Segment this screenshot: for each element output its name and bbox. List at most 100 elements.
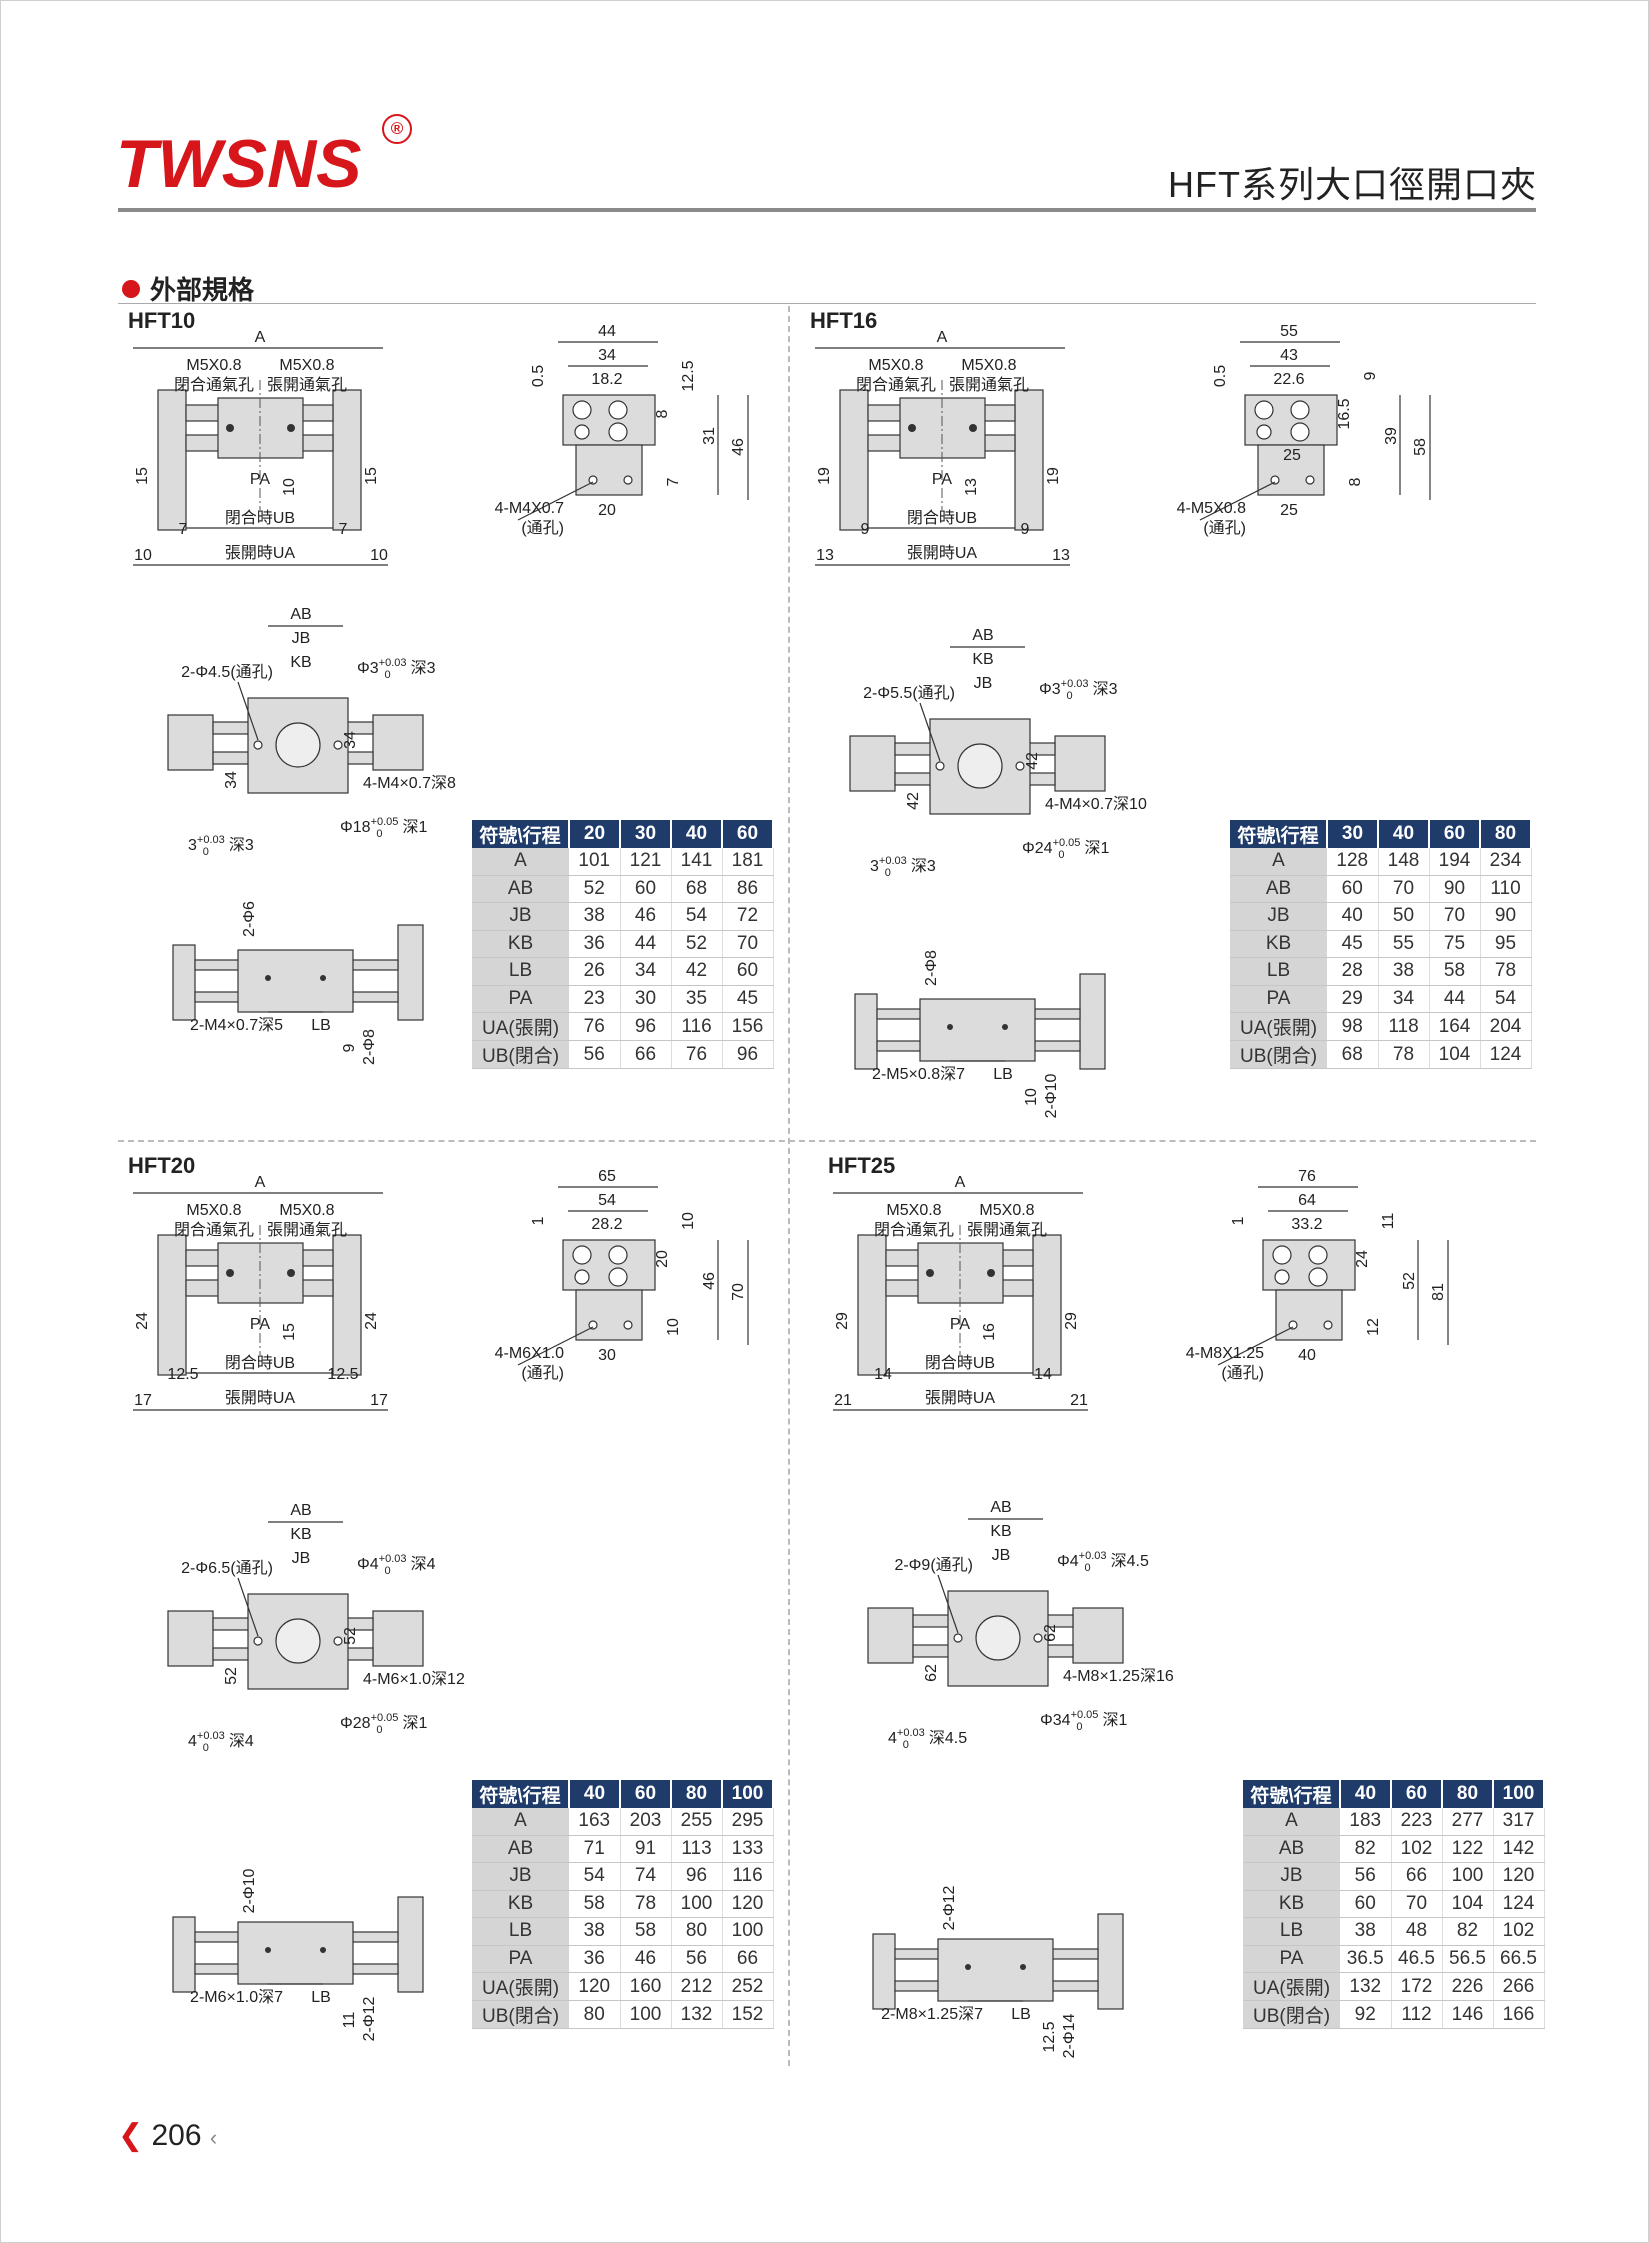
dimension-label-e-v2: 11 — [1380, 1213, 1397, 1230]
table-cell: 60 — [1327, 875, 1379, 903]
dimension-label-e-b1: 40 — [1298, 1347, 1316, 1364]
table-cell: 141 — [671, 848, 723, 876]
tolerance-base: 3 — [188, 837, 197, 854]
table-cell: 110 — [1480, 875, 1532, 903]
dimension-label-ua-r: 21 — [1070, 1392, 1088, 1409]
mount-hole-icon — [588, 475, 598, 485]
row-symbol: A — [472, 848, 569, 876]
dimension-label-e-thru: (通孔) — [1203, 519, 1246, 537]
dimension-label-m-w3: JB — [992, 1547, 1011, 1564]
dimension-label-port-r-size: M5X0.8 — [279, 1202, 334, 1219]
left-jaw — [849, 735, 896, 792]
table-cell: 66.5 — [1493, 1945, 1545, 1973]
dimension-label-a: A — [937, 329, 948, 346]
dimension-label-b-lb: LB — [993, 1066, 1013, 1083]
dimension-label-b-d2: 2-Φ8 — [361, 1029, 378, 1065]
port-hole-icon — [287, 424, 295, 432]
table-cell: 113 — [671, 1835, 723, 1863]
dimension-label-e-v5: 58 — [1412, 438, 1429, 456]
top-view-drawing — [833, 1192, 1088, 1411]
dimension-label-ua-r: 13 — [1052, 547, 1070, 564]
table-cell: 133 — [722, 1835, 774, 1863]
tolerance-upper: +0.03 — [379, 1553, 407, 1565]
port-hole-icon — [1254, 400, 1274, 420]
dimension-label-port-l-name: 閉合通氣孔 — [174, 1221, 254, 1239]
dimension-label-e-w1: 65 — [598, 1168, 616, 1185]
table-cell: 75 — [1429, 930, 1481, 958]
table-cell: 54 — [1480, 985, 1532, 1013]
table-cell: 120 — [1493, 1862, 1545, 1891]
left-jaw — [867, 1607, 914, 1664]
table-cell: 76 — [569, 1012, 621, 1041]
dimension-label-h-mid: 15 — [281, 1323, 298, 1341]
right-jaw — [372, 714, 424, 771]
dimension-label-e-v6: 10 — [665, 1318, 682, 1336]
table-cell: 48 — [1391, 1917, 1443, 1946]
dimension-label-m-v2: 62 — [923, 1664, 940, 1682]
row-symbol: A — [1230, 848, 1327, 876]
table-cell: 160 — [620, 1972, 672, 2001]
dimension-label-m-w2: KB — [990, 1523, 1011, 1540]
dimension-label-e-v4: 46 — [701, 1272, 718, 1290]
table-cell: 100 — [620, 2000, 672, 2029]
registered-mark: ® — [382, 114, 412, 144]
dimension-label-m-holes: 2-Φ5.5(通孔) — [863, 684, 955, 702]
port-hole-icon — [226, 424, 234, 432]
dimension-label-h-mid: 16 — [981, 1323, 998, 1341]
dimension-label-ub: 閉合時UB — [907, 509, 977, 527]
end-body — [575, 1289, 643, 1341]
table-corner-header: 符號\行程 — [472, 1780, 570, 1808]
top-view-drawing — [133, 1192, 388, 1411]
dimension-label-m-w3: JB — [292, 1550, 311, 1567]
tolerance-lower: 0 — [1085, 1562, 1091, 1574]
table-cell: 36 — [569, 930, 621, 958]
table-cell: 104 — [1429, 1040, 1481, 1069]
dimension-label-e-v2: 10 — [680, 1212, 697, 1230]
pin-hole-icon — [265, 975, 271, 981]
table-cell: 116 — [671, 1012, 723, 1041]
page-number-text: 206 — [151, 2119, 202, 2152]
tolerance-lower: 0 — [1058, 849, 1064, 861]
right-jaw — [397, 1896, 424, 1993]
row-symbol: LB — [472, 1917, 569, 1946]
dimension-label-e-v3: 8 — [654, 409, 671, 418]
dimension-label-port-l-size: M5X0.8 — [868, 357, 923, 374]
end-view-drawing — [1217, 1186, 1449, 1366]
tolerance-depth: 深3 — [1093, 680, 1118, 698]
dimension-label-m-thread: 4-M6×1.0深12 — [363, 1670, 465, 1688]
table-cell: 82 — [1340, 1835, 1392, 1863]
dimension-label-b-h: 9 — [341, 1043, 358, 1052]
dimension-label-port-l-size: M5X0.8 — [886, 1202, 941, 1219]
right-jaw — [1014, 389, 1044, 531]
table-cell: 23 — [569, 985, 621, 1013]
dimension-label-e-v5: 46 — [730, 438, 747, 456]
table-cell: 120 — [569, 1972, 621, 2001]
dimension-label-port-l-name: 閉合通氣孔 — [174, 376, 254, 394]
dimension-label-e-w3: 22.6 — [1273, 371, 1304, 388]
dimension-label-m-v2: 42 — [905, 792, 922, 810]
dimension-label-b-d1: 2-Φ8 — [923, 950, 940, 986]
dimension-label-m-v1: 42 — [1024, 752, 1041, 770]
stroke-header: 40 — [569, 1780, 621, 1808]
dimension-label-m-ab: AB — [972, 627, 993, 644]
dimension-label-e-v1: 0.5 — [530, 365, 547, 387]
table-cell: 163 — [569, 1808, 621, 1836]
table-cell: 234 — [1480, 848, 1532, 876]
dimension-label-h-left: 19 — [816, 467, 833, 485]
table-cell: 70 — [1391, 1890, 1443, 1918]
stroke-header: 30 — [620, 820, 672, 848]
row-symbol: A — [1243, 1808, 1340, 1836]
stroke-header: 80 — [1480, 820, 1532, 848]
